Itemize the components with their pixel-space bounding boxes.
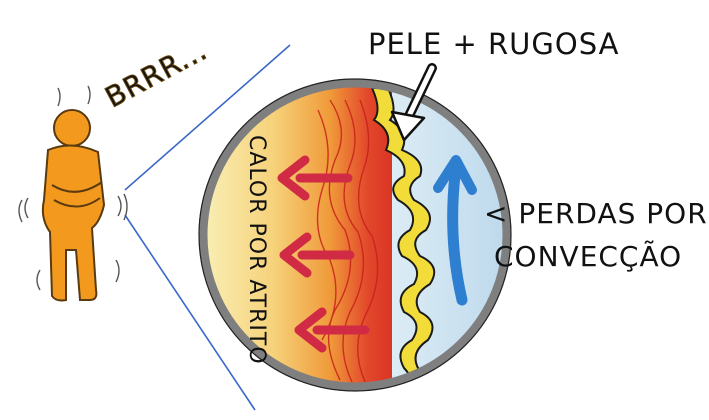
shiver-label: BRRR...	[100, 33, 213, 114]
heat-label: CALOR POR ATRITO	[244, 135, 269, 365]
skin-label: PELE + RUGOSA	[368, 27, 620, 61]
shivering-person-icon	[19, 86, 127, 301]
convection-loss-label-line1: < PERDAS POR	[484, 197, 708, 230]
convection-loss-label-line2: CONVECÇÃO	[494, 240, 682, 273]
